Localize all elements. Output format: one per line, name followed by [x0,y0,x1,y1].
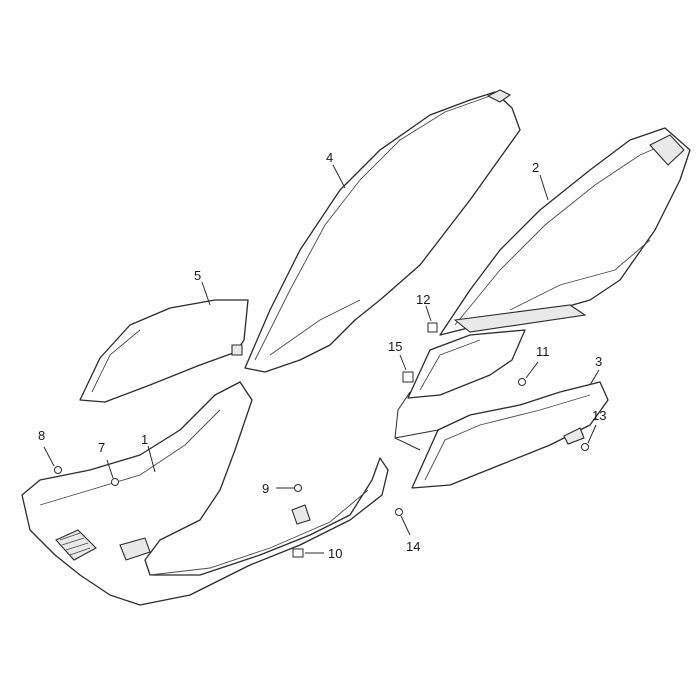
callout-13: 13 [592,408,606,423]
callout-4: 4 [326,150,333,165]
panel-leaders [147,164,600,473]
part-4-side-panel [244,89,521,373]
callout-5: 5 [194,268,201,283]
callout-1: 1 [141,432,148,447]
callout-12: 12 [416,292,430,307]
screw-7 [106,459,119,486]
callout-9: 9 [262,481,269,496]
callout-11: 11 [536,344,550,359]
screw-13 [581,424,597,451]
callout-2: 2 [532,160,539,175]
clip-10 [292,548,324,558]
screw-8 [43,446,62,474]
clip-12 [425,305,438,333]
callout-14: 14 [406,539,420,554]
callout-10: 10 [328,546,342,561]
screw-11 [518,361,539,386]
assembly-bracket-lines [394,391,439,451]
part-1-floor-panel [21,381,389,606]
callout-7: 7 [98,440,105,455]
screw-9 [276,484,302,492]
callout-3: 3 [595,354,602,369]
callout-8: 8 [38,428,45,443]
screw-14 [395,508,411,536]
part-2-side-panel [439,127,691,336]
clip-15 [399,354,414,383]
part-5-front-fairing [79,299,249,403]
part-3-lower-cover [411,381,609,489]
callout-15: 15 [388,339,402,354]
part-3-upper-cover [407,329,526,399]
